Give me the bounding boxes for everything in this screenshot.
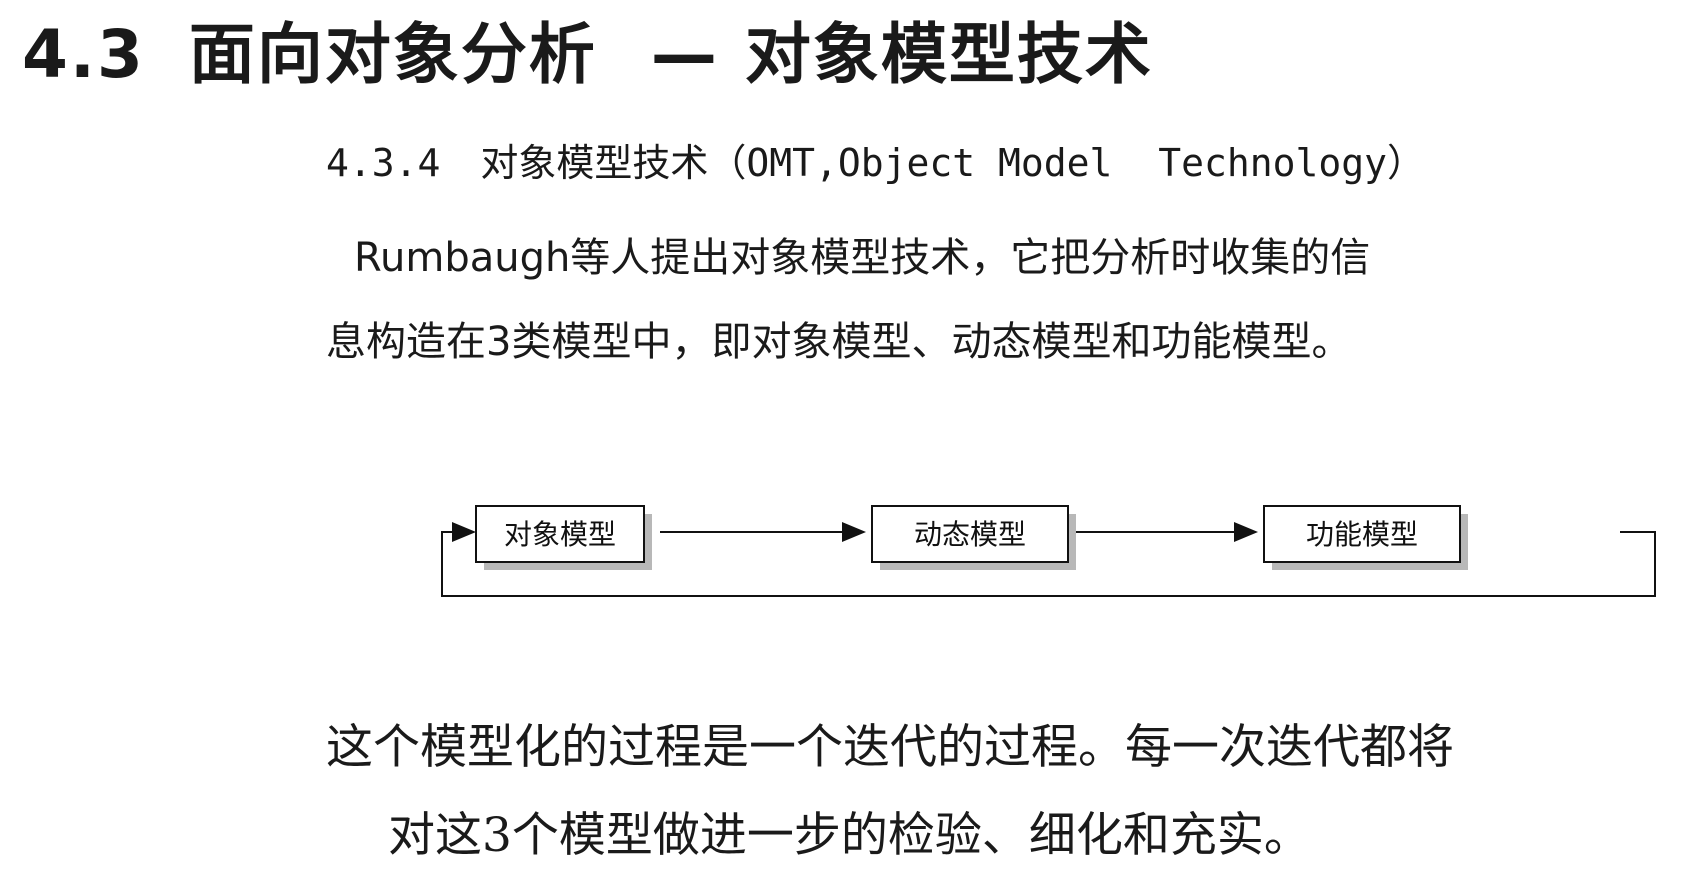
intro-line-1: Rumbaugh等人提出对象模型技术，它把分析时收集的信	[354, 235, 1371, 281]
title-main: 面向对象分析	[188, 16, 597, 93]
box-functional-model: 功能模型	[1263, 505, 1468, 570]
title-dash: —	[650, 16, 719, 93]
iteration-line-1: 这个模型化的过程是一个迭代的过程。每一次迭代都将	[326, 720, 1454, 775]
intro-line-2: 息构造在3类模型中，即对象模型、动态模型和功能模型。	[326, 319, 1352, 365]
box-object-model: 对象模型	[475, 505, 652, 570]
title-sub: 对象模型技术	[744, 16, 1153, 93]
iteration-line-2: 对这3个模型做进一步的检验、细化和充实。	[388, 808, 1311, 863]
subsection-number: 4.3.4	[326, 141, 441, 185]
page-title: 4.3 面向对象分析 — 对象模型技术	[22, 10, 1153, 100]
iteration-paragraph: 这个模型化的过程是一个迭代的过程。每一次迭代都将 对这3个模型做进一步的检验、细…	[326, 704, 1454, 880]
box-functional-model-label: 功能模型	[1306, 518, 1418, 551]
connector-1-2-arrowhead	[842, 522, 866, 542]
omt-model-cycle-diagram: 对象模型 动态模型 功能模型	[441, 505, 1656, 597]
subsection-heading: 4.3.4 对象模型技术（OMT,Object Model Technology）	[326, 135, 1425, 191]
feedback-loop-line	[441, 531, 1656, 597]
loop-arrowhead	[452, 522, 476, 542]
subsection-title: 对象模型技术（OMT,Object Model Technology）	[480, 141, 1425, 185]
connector-2-3-arrowhead	[1234, 522, 1258, 542]
box-dynamic-model: 动态模型	[871, 505, 1076, 570]
section-number: 4.3	[22, 16, 145, 93]
box-dynamic-model-label: 动态模型	[914, 518, 1026, 551]
box-object-model-label: 对象模型	[504, 518, 616, 551]
intro-paragraph: Rumbaugh等人提出对象模型技术，它把分析时收集的信 息构造在3类模型中，即…	[326, 216, 1370, 384]
